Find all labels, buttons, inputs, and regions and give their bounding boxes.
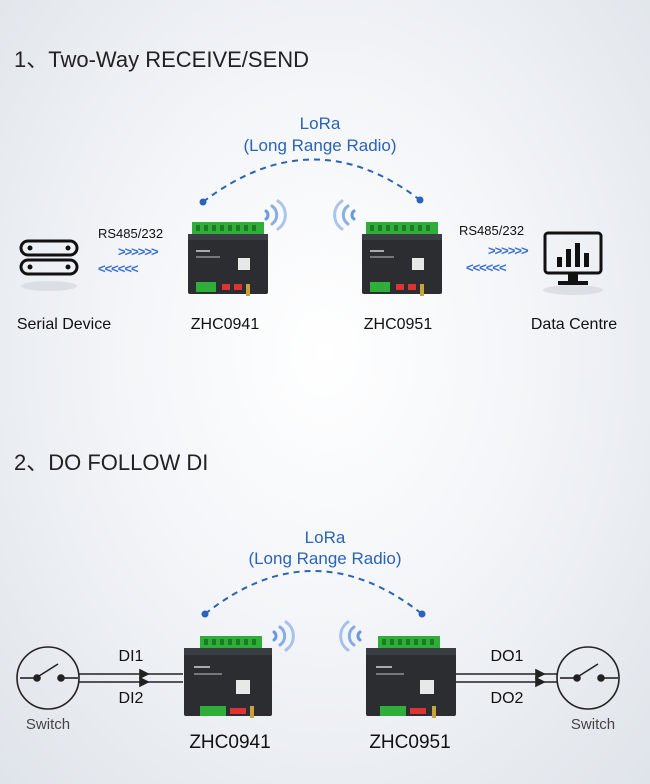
switch-left-label: Switch xyxy=(25,716,71,733)
wifi-signal-icon xyxy=(339,620,362,652)
section-1-title: 1、Two-Way RECEIVE/SEND xyxy=(14,47,310,72)
section-2-title: 2、DO FOLLOW DI xyxy=(14,450,209,475)
wifi-signal-icon xyxy=(333,199,356,231)
lora-arc-1 xyxy=(202,158,421,203)
switch-icon xyxy=(16,646,80,710)
monitor-chart-icon xyxy=(543,231,603,285)
device-b-label-1: ZHC0951 xyxy=(363,316,433,333)
device-a-label-2: ZHC0941 xyxy=(189,732,271,753)
wires-right xyxy=(456,668,557,688)
data-centre-label: Data Centre xyxy=(530,316,618,333)
lora-arc-1-end-left xyxy=(199,198,207,206)
rs485-label-right: RS485/232 xyxy=(459,223,525,238)
wires-left xyxy=(79,668,183,688)
serial-device-label: Serial Device xyxy=(16,316,112,333)
lora-subtitle-1: (Long Range Radio) xyxy=(243,136,397,155)
serial-device-icon xyxy=(19,239,79,276)
arrows-left-left: <<<<<< xyxy=(98,261,139,276)
wifi-signal-icon xyxy=(264,199,287,231)
lora-title-1: LoRa xyxy=(299,114,341,133)
arrows-right-right: >>>>>> xyxy=(488,243,529,258)
lora-arc-2 xyxy=(204,570,423,615)
lora-arc-1-end-right xyxy=(416,196,424,204)
device-b-label-2: ZHC0951 xyxy=(369,732,451,753)
arrows-left-right: <<<<<< xyxy=(466,260,507,275)
rs485-label-left: RS485/232 xyxy=(98,226,164,241)
do1-label: DO1 xyxy=(490,648,524,665)
device-zhc0951-image xyxy=(366,636,456,718)
lora-title-2: LoRa xyxy=(304,528,346,547)
lora-subtitle-2: (Long Range Radio) xyxy=(248,549,402,568)
lora-arc-2-end-left xyxy=(201,610,209,618)
do2-label: DO2 xyxy=(490,690,524,707)
di2-label: DI2 xyxy=(118,690,144,707)
di1-label: DI1 xyxy=(118,648,144,665)
switch-icon xyxy=(556,646,620,710)
lora-arc-2-end-right xyxy=(418,610,426,618)
arrows-right-left: >>>>>> xyxy=(118,244,159,259)
device-a-label-1: ZHC0941 xyxy=(190,316,260,333)
device-zhc0941-image xyxy=(184,636,272,718)
switch-right-label: Switch xyxy=(570,716,616,733)
device-zhc0941-image xyxy=(188,222,268,296)
device-zhc0951-image xyxy=(362,222,442,296)
wifi-signal-icon xyxy=(272,620,295,652)
